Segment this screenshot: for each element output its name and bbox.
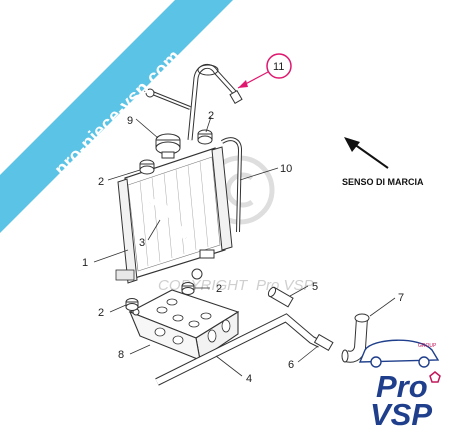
callout-2-upper-left: 2 bbox=[98, 176, 104, 188]
callout-11: 11 bbox=[273, 61, 284, 73]
elbow-hose bbox=[341, 313, 370, 363]
connector-6 bbox=[313, 333, 334, 352]
callout-1: 1 bbox=[82, 257, 88, 269]
nut-bottom-left bbox=[125, 298, 139, 311]
overflow-pipe bbox=[221, 138, 242, 233]
filler-cap bbox=[155, 133, 181, 159]
callout-11-highlight: 11 bbox=[266, 53, 292, 79]
breather-pipe bbox=[144, 63, 243, 141]
radiator bbox=[115, 146, 233, 284]
hose-3 bbox=[148, 199, 189, 240]
leader-lines bbox=[93, 116, 396, 377]
callout-6: 6 bbox=[288, 359, 294, 371]
callout-3: 3 bbox=[139, 237, 145, 249]
callout-8: 8 bbox=[118, 349, 124, 361]
radiator-outlet bbox=[191, 249, 215, 280]
callout-2-lower-left: 2 bbox=[98, 307, 104, 319]
radiator-cap-left bbox=[139, 159, 155, 175]
logo-hexagon-icon bbox=[429, 371, 441, 383]
watermark-brand-text: Pro VSP bbox=[256, 277, 314, 294]
callout-2-upper-right: 2 bbox=[208, 110, 214, 122]
callout-10: 10 bbox=[280, 163, 292, 175]
connector-5 bbox=[267, 286, 294, 308]
watermark-copyright-text: COPYRIGHT bbox=[158, 277, 249, 294]
direction-label: SENSO DI MARCIA bbox=[342, 177, 424, 187]
callout-7: 7 bbox=[398, 292, 404, 304]
logo-group-text: GROUP bbox=[418, 343, 437, 349]
logo-line2: VSP bbox=[370, 397, 432, 432]
callout-5: 5 bbox=[312, 281, 318, 293]
leader-11-arrowhead bbox=[238, 80, 248, 88]
logo-line1: Pro bbox=[376, 369, 428, 404]
radiator-cap-right bbox=[197, 129, 213, 145]
nut-bottom-right bbox=[181, 282, 195, 295]
arrow-left-up-icon bbox=[344, 137, 360, 152]
callout-4: 4 bbox=[246, 373, 252, 385]
callout-2-lower-right: 2 bbox=[216, 283, 222, 295]
direction-indicator: SENSO DI MARCIA bbox=[342, 137, 424, 187]
callout-9: 9 bbox=[127, 115, 133, 127]
pro-vsp-logo: GROUP Pro VSP bbox=[358, 339, 441, 432]
